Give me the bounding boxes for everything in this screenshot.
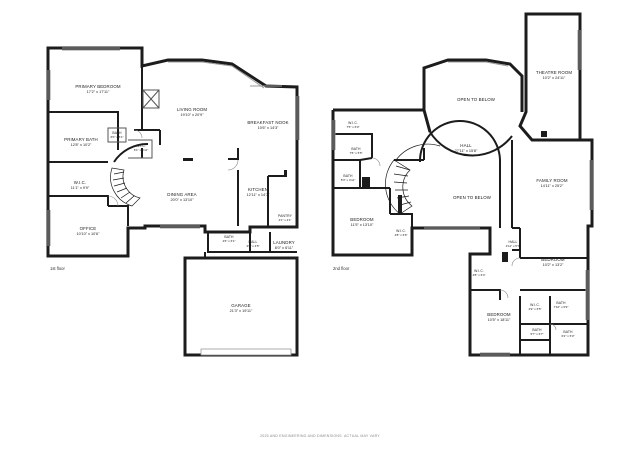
bedroom-left-dim: 11'5" x 13'10" xyxy=(351,223,374,227)
hall-curve-wall xyxy=(429,131,513,157)
bath-a-partition xyxy=(107,127,127,143)
bath-tiny-a-name: BATH xyxy=(556,301,566,305)
open-to-below-a-name: OPEN TO BELOW xyxy=(457,97,496,102)
hall-small-name: HALL xyxy=(509,240,518,244)
copyright-footer: 2025 AND ENGINEERING AND DIMENSIONS. ACT… xyxy=(260,434,380,438)
second-floor-windows xyxy=(332,30,593,356)
primary-bath-dim: 12'8" x 10'2" xyxy=(71,143,92,147)
living-room-name: LIVING ROOM xyxy=(177,107,208,112)
kitchen-name: KITCHEN xyxy=(248,187,268,192)
bath-upper-dim: 7'5" x 5'5" xyxy=(349,151,362,155)
bedroom-bottom-name: BEDROOM xyxy=(487,312,511,317)
laundry-name: LAUNDRY xyxy=(273,240,295,245)
kitchen-dim: 12'11" x 14'7" xyxy=(247,193,270,197)
wic-upper-name: W.I.C. xyxy=(348,121,358,125)
garage-name: GARAGE xyxy=(231,303,250,308)
hall-upper-dim: 27'11" x 15'8" xyxy=(455,149,478,153)
wic-right-name: W.I.C. xyxy=(474,269,484,273)
fireplace xyxy=(142,89,160,109)
bedroom-right-dim: 10'2" x 13'2" xyxy=(543,263,564,267)
bath-tiny-a-dim: 7'10" x 6'9" xyxy=(554,305,569,309)
family-room-dim: 14'11" x 25'2" xyxy=(541,184,564,188)
bath-b-name: BATH xyxy=(224,235,234,239)
garage-door xyxy=(200,348,292,356)
breakfast-nook-name: BREAKFAST NOOK xyxy=(247,120,288,125)
second-interior-walls xyxy=(333,133,588,355)
garage-dim: 21'3" x 19'11" xyxy=(230,309,253,313)
first-floor-staircase xyxy=(110,142,149,207)
laundry-wall xyxy=(207,232,297,253)
column xyxy=(183,158,193,161)
second-floor: 2nd floor THEATRE ROOM 10'2" x 24'11" OP… xyxy=(331,12,594,357)
wic-upper-dim: 7'5" x 6'0" xyxy=(346,125,359,129)
dining-area-dim: 20'0" x 13'10" xyxy=(171,198,195,202)
hall-name: HALL xyxy=(249,240,258,244)
wic-b-name: W.I.C. xyxy=(74,180,87,185)
bedroom-right-name: BEDROOM xyxy=(541,257,565,262)
bath-tiny-c-name: BATH xyxy=(563,330,573,334)
bath-tiny-c-dim: 6'2" x 5'3" xyxy=(561,334,574,338)
bath-a-name: BATH xyxy=(112,131,122,135)
office-dim: 10'10" x 10'6" xyxy=(77,232,101,236)
bath-tiny-b-name: BATH xyxy=(532,328,542,332)
wic-a-partition xyxy=(128,139,153,159)
first-floor-label: 1st floor xyxy=(50,266,66,271)
garage-wall xyxy=(183,256,299,357)
breakfast-nook-dim: 10'6" x 14'3" xyxy=(258,126,279,130)
bath-tiny-b-dim: 5'7" x 6'7" xyxy=(530,332,543,336)
wic-right-dim: 4'8" x 6'4" xyxy=(472,273,485,277)
first-floor: 1st floor PRIMARY BEDROOM 17'2" x 17'11"… xyxy=(46,46,300,357)
hall-upper-name: HALL xyxy=(460,143,472,148)
primary-bedroom-dim: 17'2" x 17'11" xyxy=(87,90,110,94)
first-floor-windows xyxy=(47,47,300,246)
pantry-name: PANTRY xyxy=(278,214,293,218)
wic-a-name: W.I.C. xyxy=(136,144,146,148)
bath-small-name: BATH xyxy=(343,174,353,178)
hall-dim: 3'6" x 4'5" xyxy=(246,244,259,248)
wic-small-dim: 4'8" x 6'6" xyxy=(394,233,407,237)
bedroom-left-name: BEDROOM xyxy=(350,217,374,222)
wic-tiny-name: W.I.C. xyxy=(530,303,540,307)
hall-small-dim: 4'11" x 5'7" xyxy=(506,244,521,248)
bath-upper-name: BATH xyxy=(351,147,361,151)
second-floor-exterior-wall xyxy=(331,108,594,357)
wic-small-name: W.I.C. xyxy=(396,229,406,233)
second-floor-staircase xyxy=(385,120,501,228)
pantry-dim: 4'1" x 4'1" xyxy=(278,218,291,222)
living-room-bay-window xyxy=(168,61,265,89)
wic-tiny-dim: 4'9" x 6'5" xyxy=(528,307,541,311)
bath-b-dim: 4'6" x 6'1" xyxy=(222,239,235,243)
bath-a-dim: 6'0" x 5'1" xyxy=(110,135,123,139)
first-floor-exterior-wall xyxy=(46,46,299,258)
upper-open-area-wall xyxy=(422,58,524,112)
theatre-room-dim: 10'2" x 24'11" xyxy=(543,76,566,80)
bedroom-bottom-dim: 10'5" x 18'11" xyxy=(488,318,511,322)
theatre-room-name: THEATRE ROOM xyxy=(536,70,572,75)
first-floor-doors xyxy=(107,129,239,207)
open-to-below-b-name: OPEN TO BELOW xyxy=(453,195,492,200)
laundry-dim: 8'0" x 6'11" xyxy=(275,246,294,250)
bath-small-dim: 5'3" x 4'11" xyxy=(341,178,356,182)
office-name: OFFICE xyxy=(80,226,97,231)
second-floor-doors xyxy=(371,157,557,331)
wic-b-dim: 11'1" x 9'9" xyxy=(71,186,90,190)
dining-area-name: DINING AREA xyxy=(167,192,196,197)
second-floor-label: 2nd floor xyxy=(333,266,350,271)
living-room-dim: 19'10" x 20'9" xyxy=(181,113,205,117)
wic-a-dim: 6'1" x 5'11" xyxy=(134,148,149,152)
family-room-name: FAMILY ROOM xyxy=(536,178,567,183)
primary-bath-name: PRIMARY BATH xyxy=(64,137,98,142)
primary-bedroom-name: PRIMARY BEDROOM xyxy=(75,84,120,89)
